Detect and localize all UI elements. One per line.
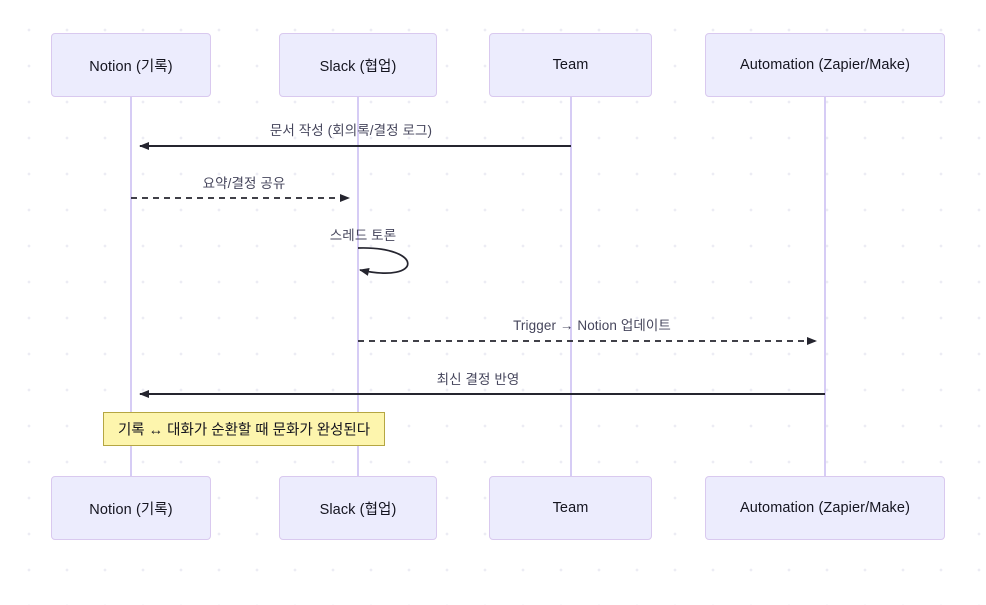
actor-box-automation-top[interactable]: Automation (Zapier/Make) [705,33,945,97]
message-label-m1: 문서 작성 (회의록/결정 로그) [269,123,433,138]
actor-label-automation: Automation (Zapier/Make) [739,57,911,73]
message-label-m2: 요약/결정 공유 [202,176,286,191]
actor-label-team: Team [552,500,589,516]
actor-box-team-bottom[interactable]: Team [489,476,652,540]
actor-box-notion-top[interactable]: Notion (기록) [51,33,211,97]
actor-box-notion-bottom[interactable]: Notion (기록) [51,476,211,540]
note-text: 기록 ↔ 대화가 순환할 때 문화가 완성된다 [117,422,371,438]
actor-label-slack: Slack (협업) [319,501,397,518]
message-label-m3: 스레드 토론 [329,228,397,243]
actor-box-slack-top[interactable]: Slack (협업) [279,33,437,97]
message-label-m4: Trigger → Notion 업데이트 [513,318,671,333]
message-label-m5: 최신 결정 반영 [436,372,520,387]
actor-label-notion: Notion (기록) [89,58,173,75]
actor-label-slack: Slack (협업) [319,58,397,75]
actor-label-automation: Automation (Zapier/Make) [739,500,911,516]
note-box: 기록 ↔ 대화가 순환할 때 문화가 완성된다 [103,412,385,446]
actor-box-automation-bottom[interactable]: Automation (Zapier/Make) [705,476,945,540]
actor-label-team: Team [552,57,589,73]
message-arrow-m3 [357,247,409,276]
actor-box-slack-bottom[interactable]: Slack (협업) [279,476,437,540]
actor-box-team-top[interactable]: Team [489,33,652,97]
actor-label-notion: Notion (기록) [89,501,173,518]
